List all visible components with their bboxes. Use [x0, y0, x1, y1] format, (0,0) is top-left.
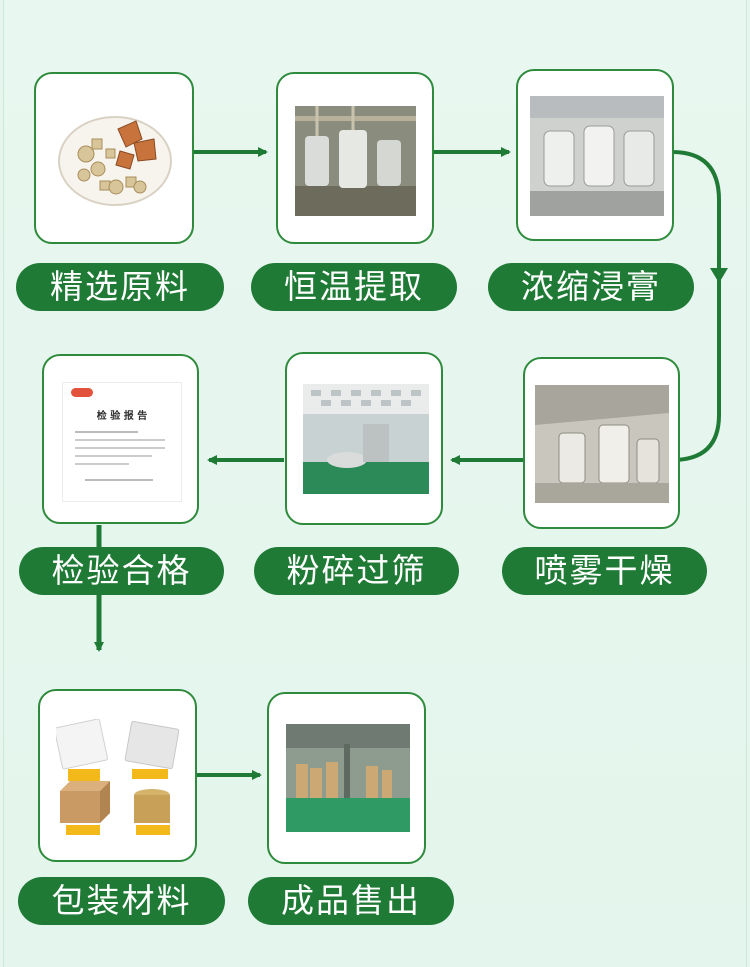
- step-label-packaging: 包装材料: [18, 877, 225, 925]
- step-label-finished-product: 成品售出: [248, 877, 454, 925]
- step-card-finished-product: [267, 692, 426, 864]
- step-card-packaging: [38, 689, 197, 862]
- report-title: 检 验 报 告: [96, 411, 148, 422]
- extraction-tanks-image: [295, 106, 416, 216]
- step-card-raw-materials: [34, 72, 194, 244]
- packaging-materials-image: [56, 719, 180, 835]
- step-card-extraction: [276, 72, 434, 244]
- step-label-concentration: 浓缩浸膏: [488, 263, 694, 311]
- step-label-inspection: 检验合格: [19, 547, 224, 595]
- herb-slices-image: [58, 116, 172, 206]
- report-logo: [71, 388, 93, 397]
- step-card-spray-drying: [523, 357, 680, 529]
- warehouse-image: [286, 724, 410, 832]
- step-label-crushing-sieving: 粉碎过筛: [254, 547, 459, 595]
- step-label-raw-materials: 精选原料: [16, 263, 224, 311]
- step-card-concentration: [516, 69, 674, 241]
- inspection-report-image: 检 验 报 告: [62, 382, 182, 502]
- arrow-3-4-head: [710, 268, 728, 283]
- arrow-3-4: [671, 150, 721, 462]
- step-label-extraction: 恒温提取: [251, 263, 457, 311]
- report-body-lines: [75, 425, 165, 481]
- crushing-room-image: [303, 384, 429, 494]
- spray-dryer-image: [535, 385, 669, 503]
- step-card-crushing-sieving: [285, 352, 443, 525]
- step-card-inspection: 检 验 报 告: [42, 354, 199, 524]
- concentration-tanks-image: [530, 96, 664, 216]
- step-label-spray-drying: 喷雾干燥: [502, 547, 707, 595]
- diagram-canvas: 精选原料 恒温提取 浓缩浸膏 喷雾干燥 粉碎过筛: [3, 0, 747, 967]
